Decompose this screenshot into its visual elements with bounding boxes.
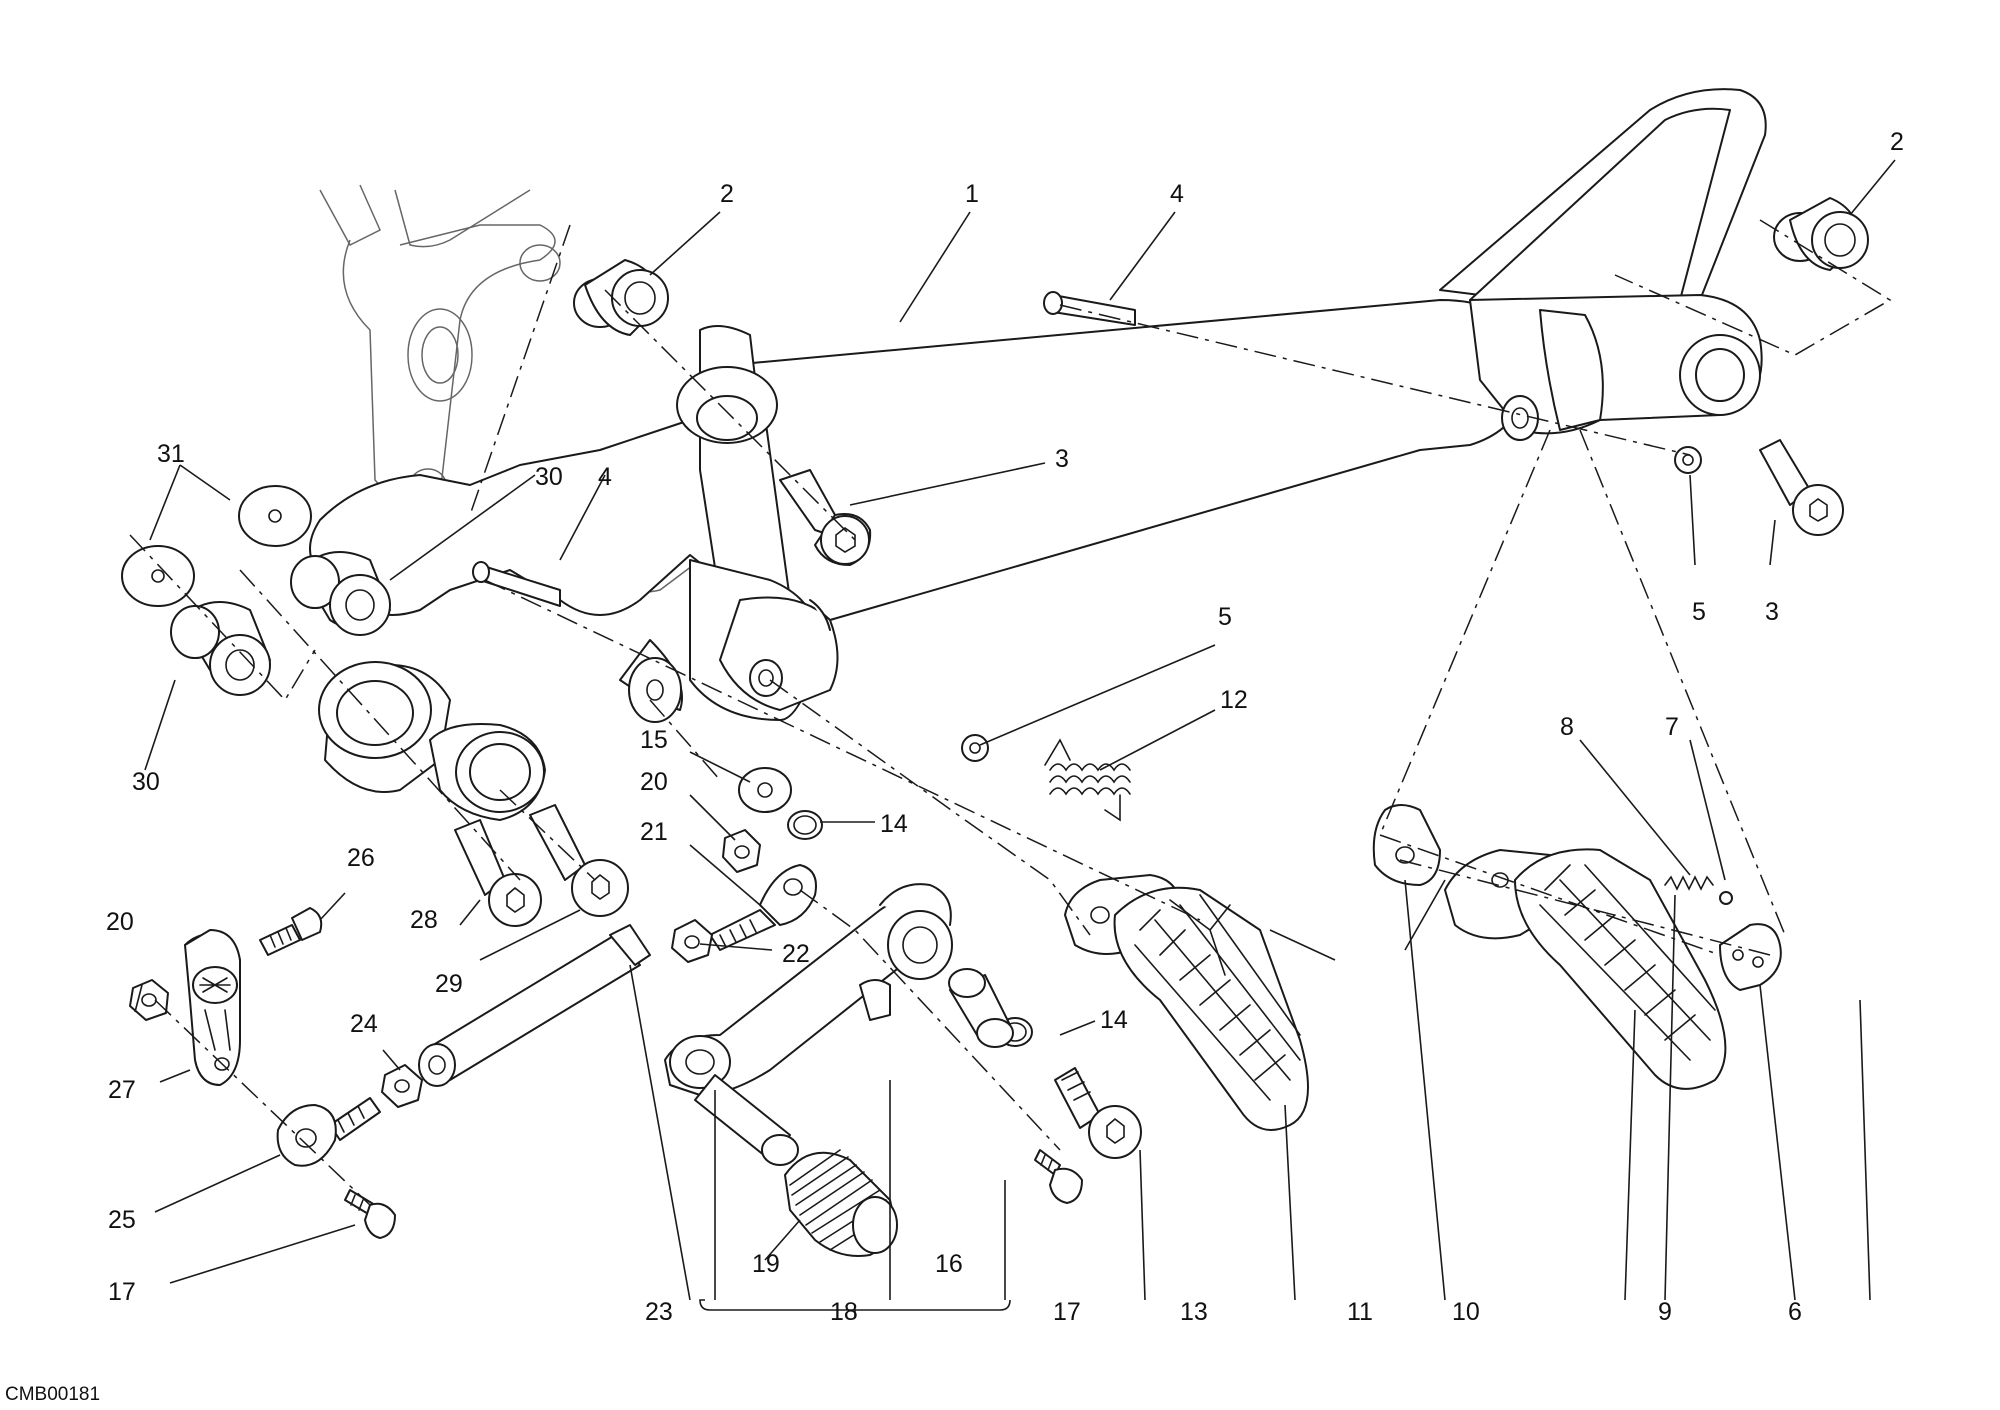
label-2: 2 [720,180,734,208]
rubber-19 [784,1149,898,1257]
label-23: 23 [645,1298,673,1326]
label-20: 20 [640,768,668,796]
label-1: 1 [965,180,979,208]
label-21: 21 [640,818,668,846]
label-18: 18 [830,1298,858,1326]
label-17: 17 [108,1278,136,1306]
label-3: 3 [1055,445,1069,473]
label-13: 13 [1180,1298,1208,1326]
label-8: 8 [1560,713,1574,741]
label-7: 7 [1665,713,1679,741]
circlip-middle [961,734,989,762]
label-19: 19 [752,1250,780,1278]
label-26: 26 [347,844,375,872]
nut-20-lower [129,979,169,1021]
footpeg-right [1444,848,1727,1090]
label-31: 31 [157,440,185,468]
footpeg-left [1064,874,1309,1131]
label-22: 22 [782,940,810,968]
gear-lever-18 [664,883,953,1166]
footrest-bracket [309,88,1767,821]
label-14b: 14 [1100,1006,1128,1034]
bushing-right [1773,197,1869,271]
pin-upper [1043,291,1136,326]
label-25: 25 [108,1206,136,1234]
label-9: 9 [1658,1298,1672,1326]
rod-end-21 [709,864,817,951]
lever-27 [184,929,241,1086]
circlip-right [1674,446,1702,474]
label-28: 28 [410,906,438,934]
assembly-axes [129,219,1892,1206]
nut-24 [381,1064,423,1108]
label-11: 11 [1347,1298,1373,1326]
shoulder-bolt-right [1759,439,1844,536]
bush-16 [948,968,1014,1048]
o-ring-14-upper [787,810,823,840]
label-24: 24 [350,1010,378,1038]
pin-lower [472,561,561,607]
ball-7 [1719,891,1733,905]
bush-30-lower [170,601,271,696]
washer-31-lower [121,545,195,607]
label-16: 16 [935,1250,963,1278]
label-10: 10 [1452,1298,1480,1326]
washer-15 [738,767,792,813]
label-4b: 4 [598,463,612,491]
linkage-rod-23 [418,924,651,1087]
label-3b: 3 [1765,598,1779,626]
washer-31-upper [238,485,312,547]
label-17b: 17 [1053,1298,1081,1326]
diagram-code: CMB00181 [5,1384,100,1405]
label-27: 27 [108,1076,136,1104]
rod-end-25 [276,1097,381,1167]
plate-6 [1719,923,1782,991]
bolt-29 [529,804,629,917]
leader-lines [134,159,1896,1318]
bush-30-upper [290,551,391,636]
shoulder-bolt-left [779,469,872,566]
label-15: 15 [640,726,668,754]
plate-10 [1372,804,1441,886]
nut-20-upper [722,829,761,873]
bolt-13 [1054,1067,1142,1159]
label-6: 6 [1788,1298,1802,1326]
label-29: 29 [435,970,463,998]
label-2b: 2 [1890,128,1904,156]
nut-22 [671,919,713,963]
bolt-17-left [344,1189,396,1239]
detent-spring-8 [1664,875,1714,891]
label-12: 12 [1220,686,1248,714]
label-30: 30 [535,463,563,491]
label-20b: 20 [106,908,134,936]
label-4: 4 [1170,180,1184,208]
label-14: 14 [880,810,908,838]
bolt-17-right [1034,1149,1083,1204]
part-labels: 1 2 2 3 3 4 4 5 5 6 7 8 9 10 11 12 13 14… [106,128,1904,1326]
label-30b: 30 [132,768,160,796]
bolt-28 [454,819,542,927]
label-5: 5 [1218,603,1232,631]
return-spring [1044,738,1131,822]
bolt-26 [259,907,323,956]
label-5b: 5 [1692,598,1706,626]
